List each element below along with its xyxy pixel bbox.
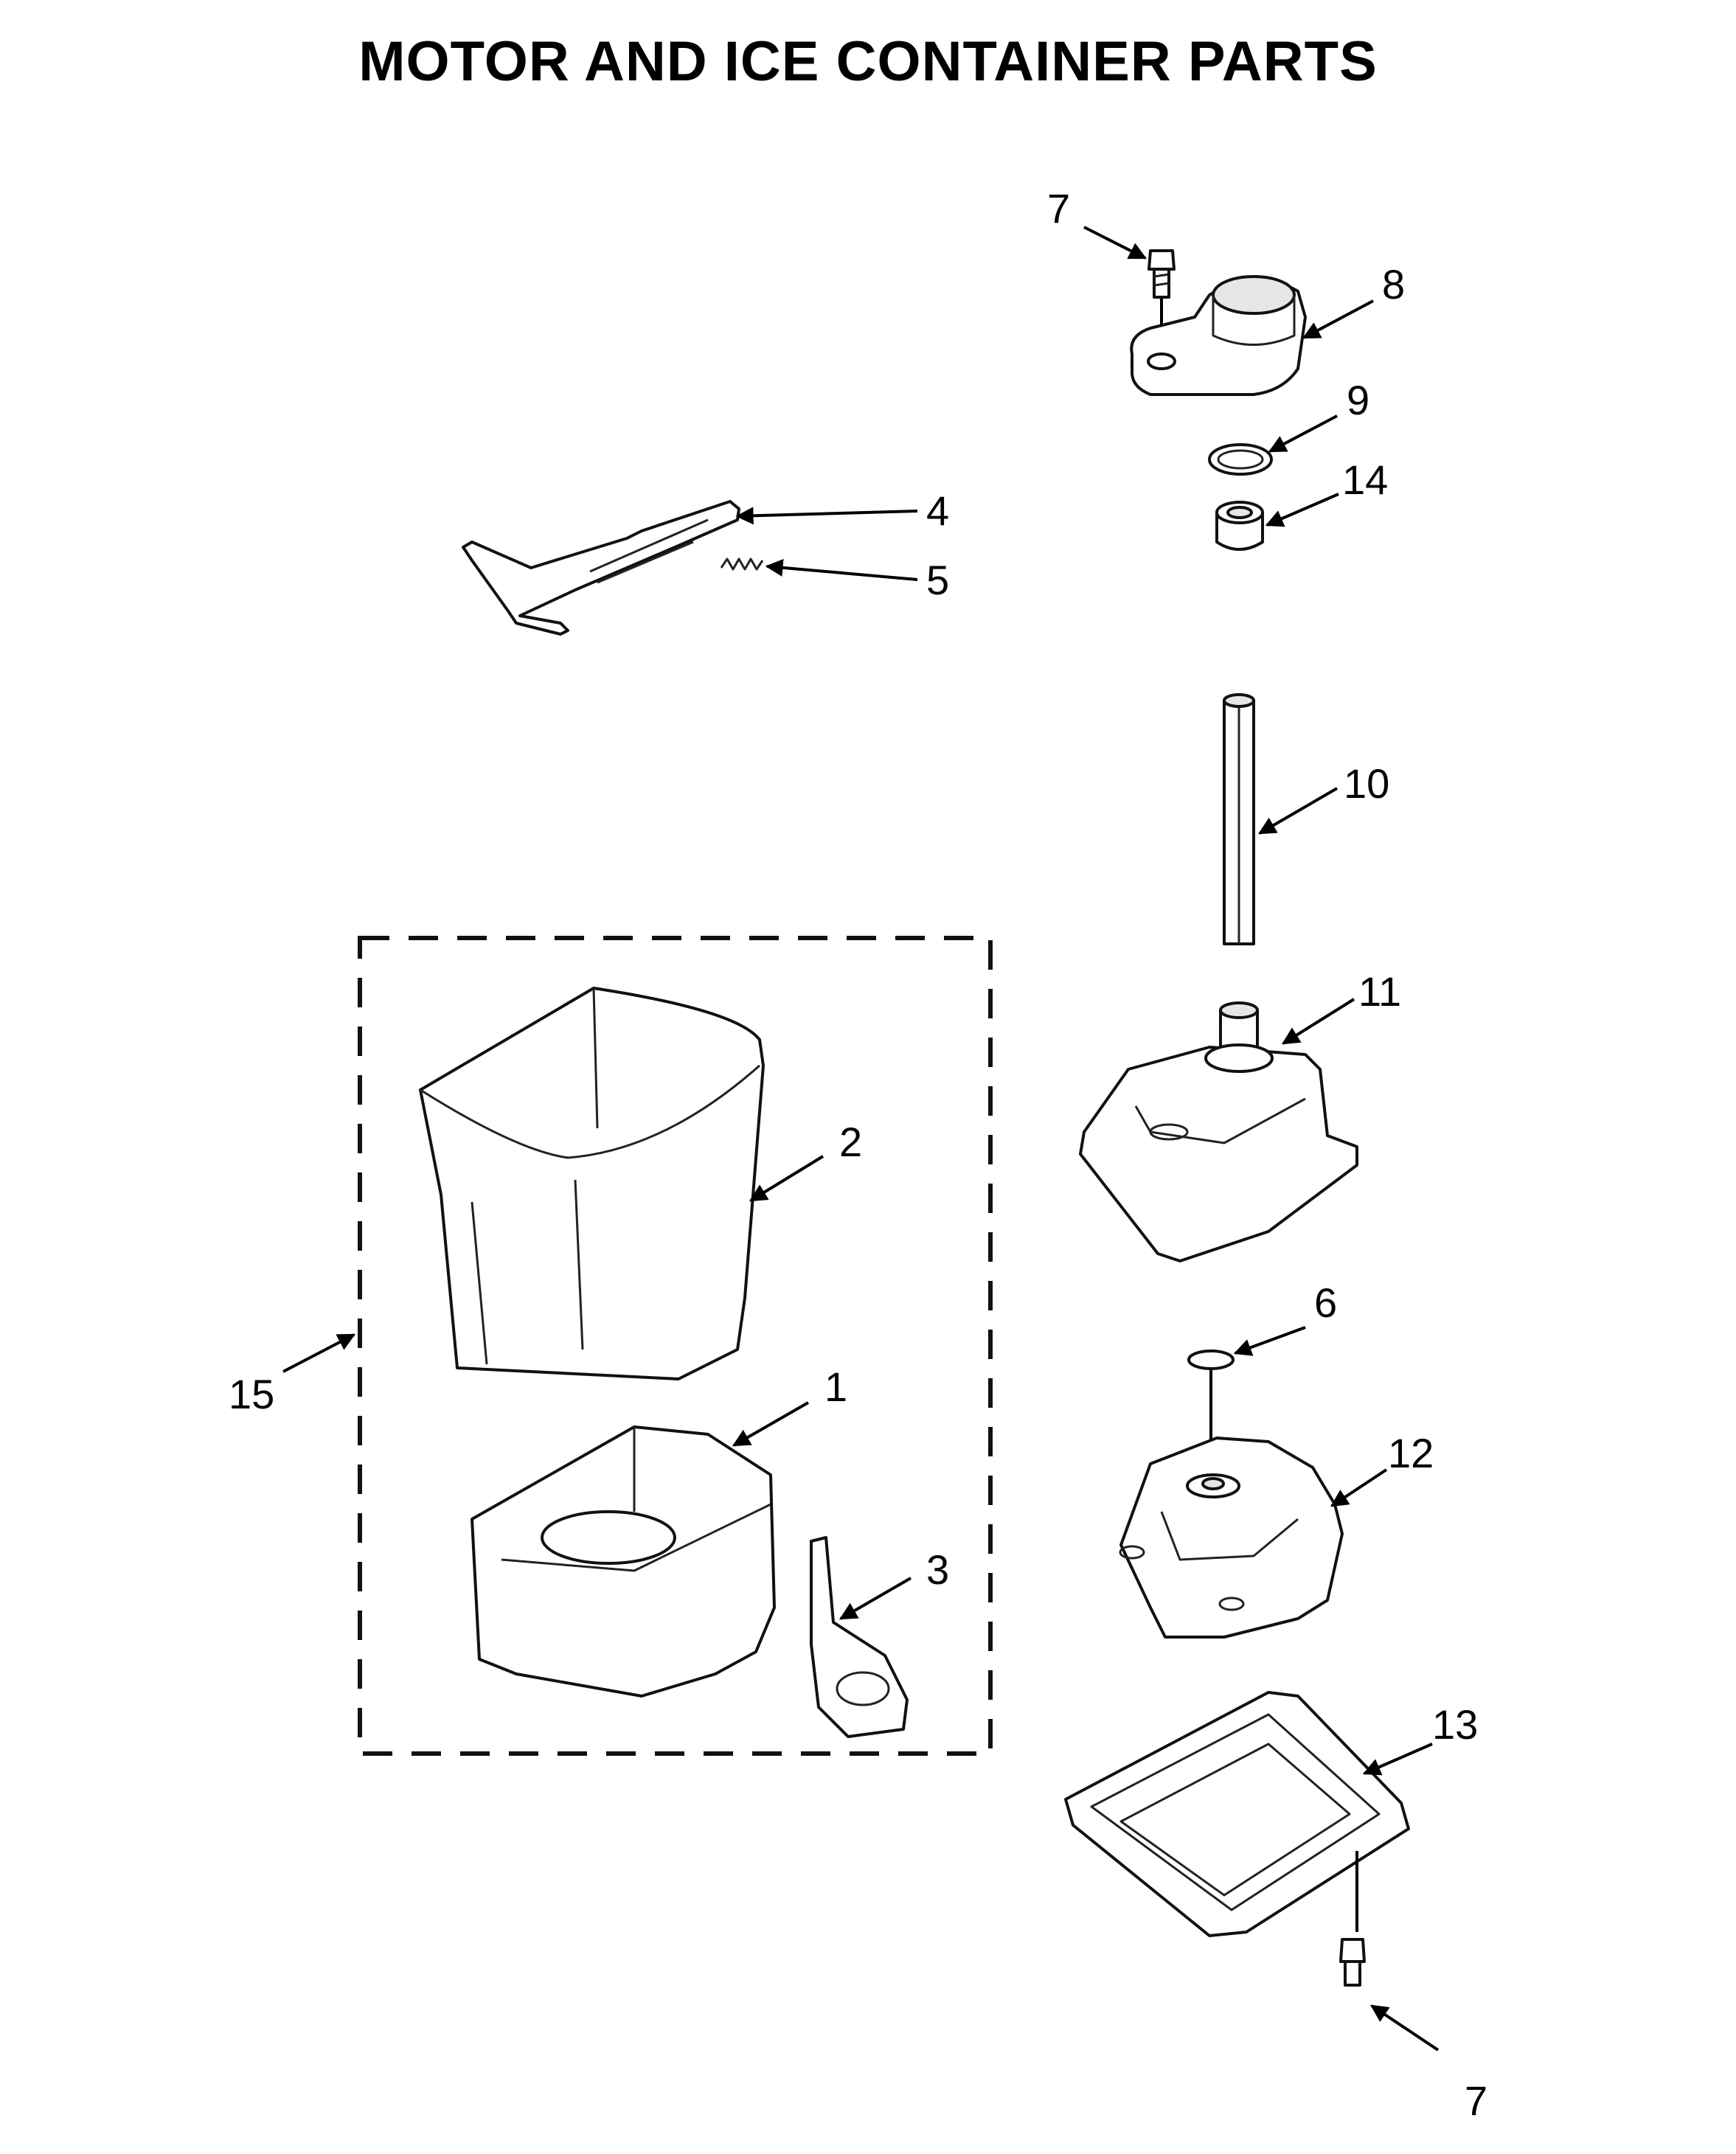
ice-bucket: [419, 987, 765, 1380]
callout-11: 11: [1358, 968, 1401, 1015]
callout-13: 13: [1432, 1701, 1478, 1748]
ice-chute: [471, 1425, 776, 1698]
callout-2: 2: [839, 1119, 862, 1165]
callout-7-bottom: 7: [1465, 2077, 1487, 2124]
gear-motor: [1119, 1436, 1344, 1639]
screw-bottom: [1339, 1938, 1366, 1987]
callout-10: 10: [1344, 760, 1389, 807]
assembly-boundary: [358, 936, 993, 1756]
diagram-title: MOTOR AND ICE CONTAINER PARTS: [358, 30, 1378, 93]
callout-3: 3: [926, 1546, 949, 1593]
bearing-housing: [1130, 275, 1307, 396]
callout-12: 12: [1388, 1430, 1434, 1476]
callout-7-top: 7: [1047, 185, 1070, 232]
bushing-part: [1215, 501, 1264, 551]
auger-shaft: [1223, 693, 1255, 945]
callout-4: 4: [926, 487, 949, 534]
callout-1: 1: [824, 1363, 847, 1410]
leader-lines: [282, 226, 1440, 2051]
motor-tray: [1064, 1691, 1410, 1937]
callout-15: 15: [229, 1371, 274, 1417]
spring-part: [720, 557, 764, 571]
washer-part: [1208, 443, 1273, 476]
callout-9: 9: [1347, 377, 1369, 423]
callout-5: 5: [926, 557, 949, 603]
bucket-tab: [810, 1536, 909, 1738]
callout-6: 6: [1314, 1279, 1337, 1326]
bracket-part: [462, 500, 740, 636]
callout-8: 8: [1382, 261, 1405, 308]
motor-cover: [1079, 1001, 1358, 1262]
callout-14: 14: [1342, 456, 1388, 503]
